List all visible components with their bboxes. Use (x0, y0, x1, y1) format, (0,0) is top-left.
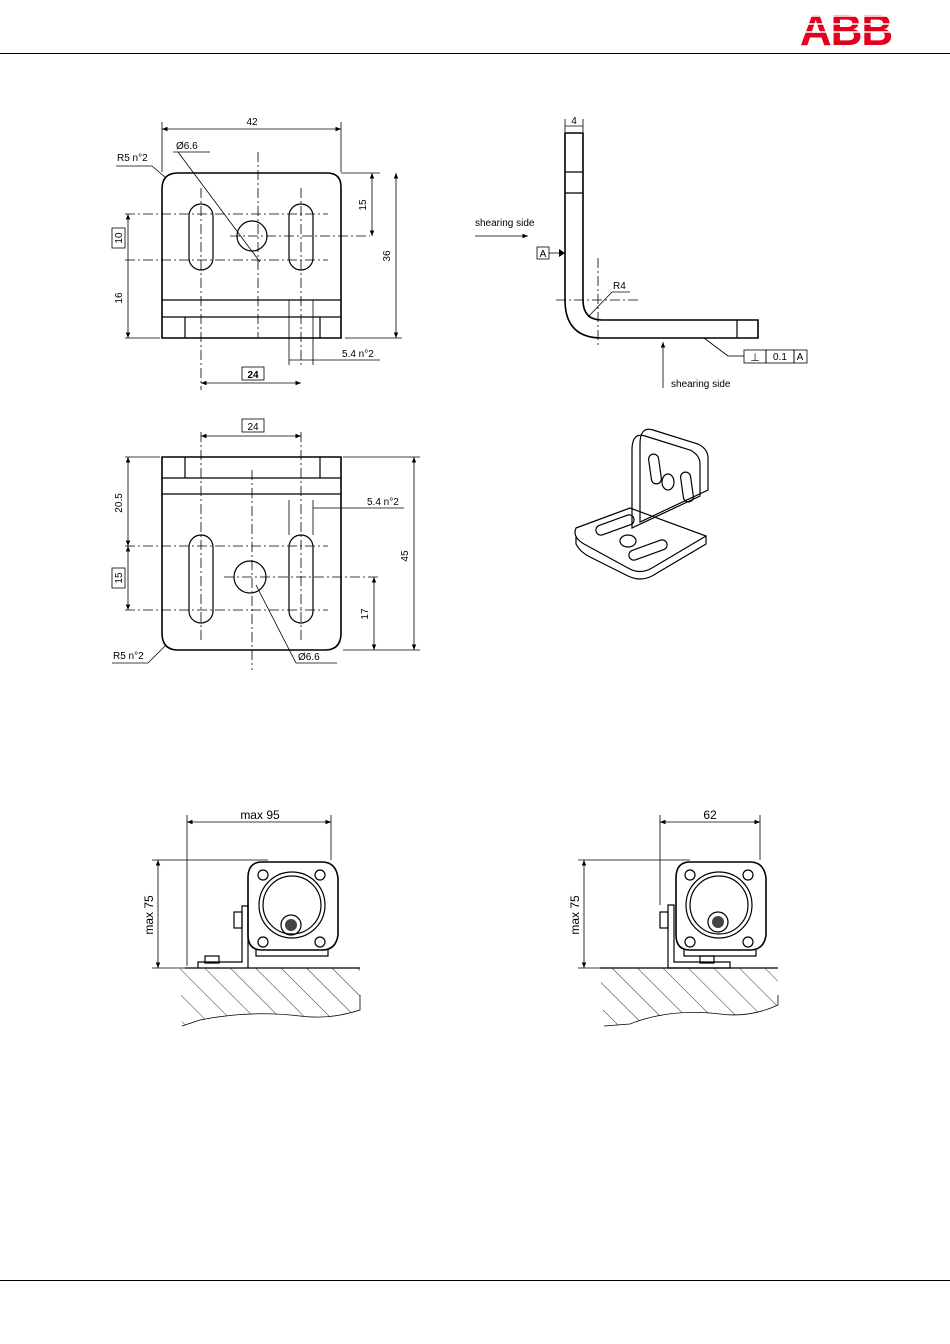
abb-logo: ABB (798, 6, 898, 55)
front-dim-45: 45 (400, 550, 411, 562)
bracket-front-view: 24 20.5 15 5.4 n°2 45 17 R5 n°2 Ø6.6 (112, 419, 420, 670)
mount-right-view: 62 max 75 (568, 808, 778, 1026)
abb-logo-text: ABB (800, 6, 892, 55)
top-dim-width: 42 (246, 117, 258, 128)
top-dim-15: 15 (358, 199, 369, 211)
side-tolerance-datum: A (797, 352, 804, 363)
top-slot-width: 5.4 n°2 (342, 349, 374, 360)
mount-right-height: max 75 (568, 895, 582, 935)
side-tolerance-symbol: ⊥ (750, 352, 760, 364)
front-dim-20-5: 20.5 (114, 493, 125, 513)
front-dim-15: 15 (114, 572, 125, 584)
mount-right-width: 62 (703, 808, 717, 822)
top-dim-10: 10 (114, 232, 125, 244)
bracket-3d-icon (575, 429, 708, 579)
front-hole-dia: Ø6.6 (298, 652, 320, 663)
side-bend-radius: R4 (613, 281, 626, 292)
top-dim-16: 16 (114, 292, 125, 304)
sensor-icon (676, 862, 766, 956)
mount-left-view: max 95 max 75 (142, 808, 360, 1026)
side-shearing-label-2: shearing side (671, 379, 731, 390)
side-shearing-label-1: shearing side (475, 218, 535, 229)
top-hole-dia: Ø6.6 (176, 141, 198, 152)
bracket-side-view: 4 shearing side A R4 ⊥ 0.1 A shearing si… (475, 116, 807, 390)
top-corner-radius: R5 n°2 (117, 153, 148, 164)
front-dim-17: 17 (360, 608, 371, 620)
top-dim-36: 36 (382, 250, 393, 262)
mount-left-height: max 75 (142, 895, 156, 935)
side-thickness: 4 (571, 116, 577, 127)
mount-left-width: max 95 (240, 808, 280, 822)
sensor-icon (248, 862, 338, 956)
top-slot-spacing: 24 (247, 370, 259, 381)
bracket-top-view: 42 Ø6.6 R5 n°2 15 36 10 16 5.4 n°2 24 (112, 117, 402, 390)
side-datum: A (540, 249, 547, 260)
front-slot-width: 5.4 n°2 (367, 497, 399, 508)
front-corner-radius: R5 n°2 (113, 651, 144, 662)
front-slot-spacing: 24 (247, 422, 259, 433)
side-tolerance-value: 0.1 (773, 352, 787, 363)
